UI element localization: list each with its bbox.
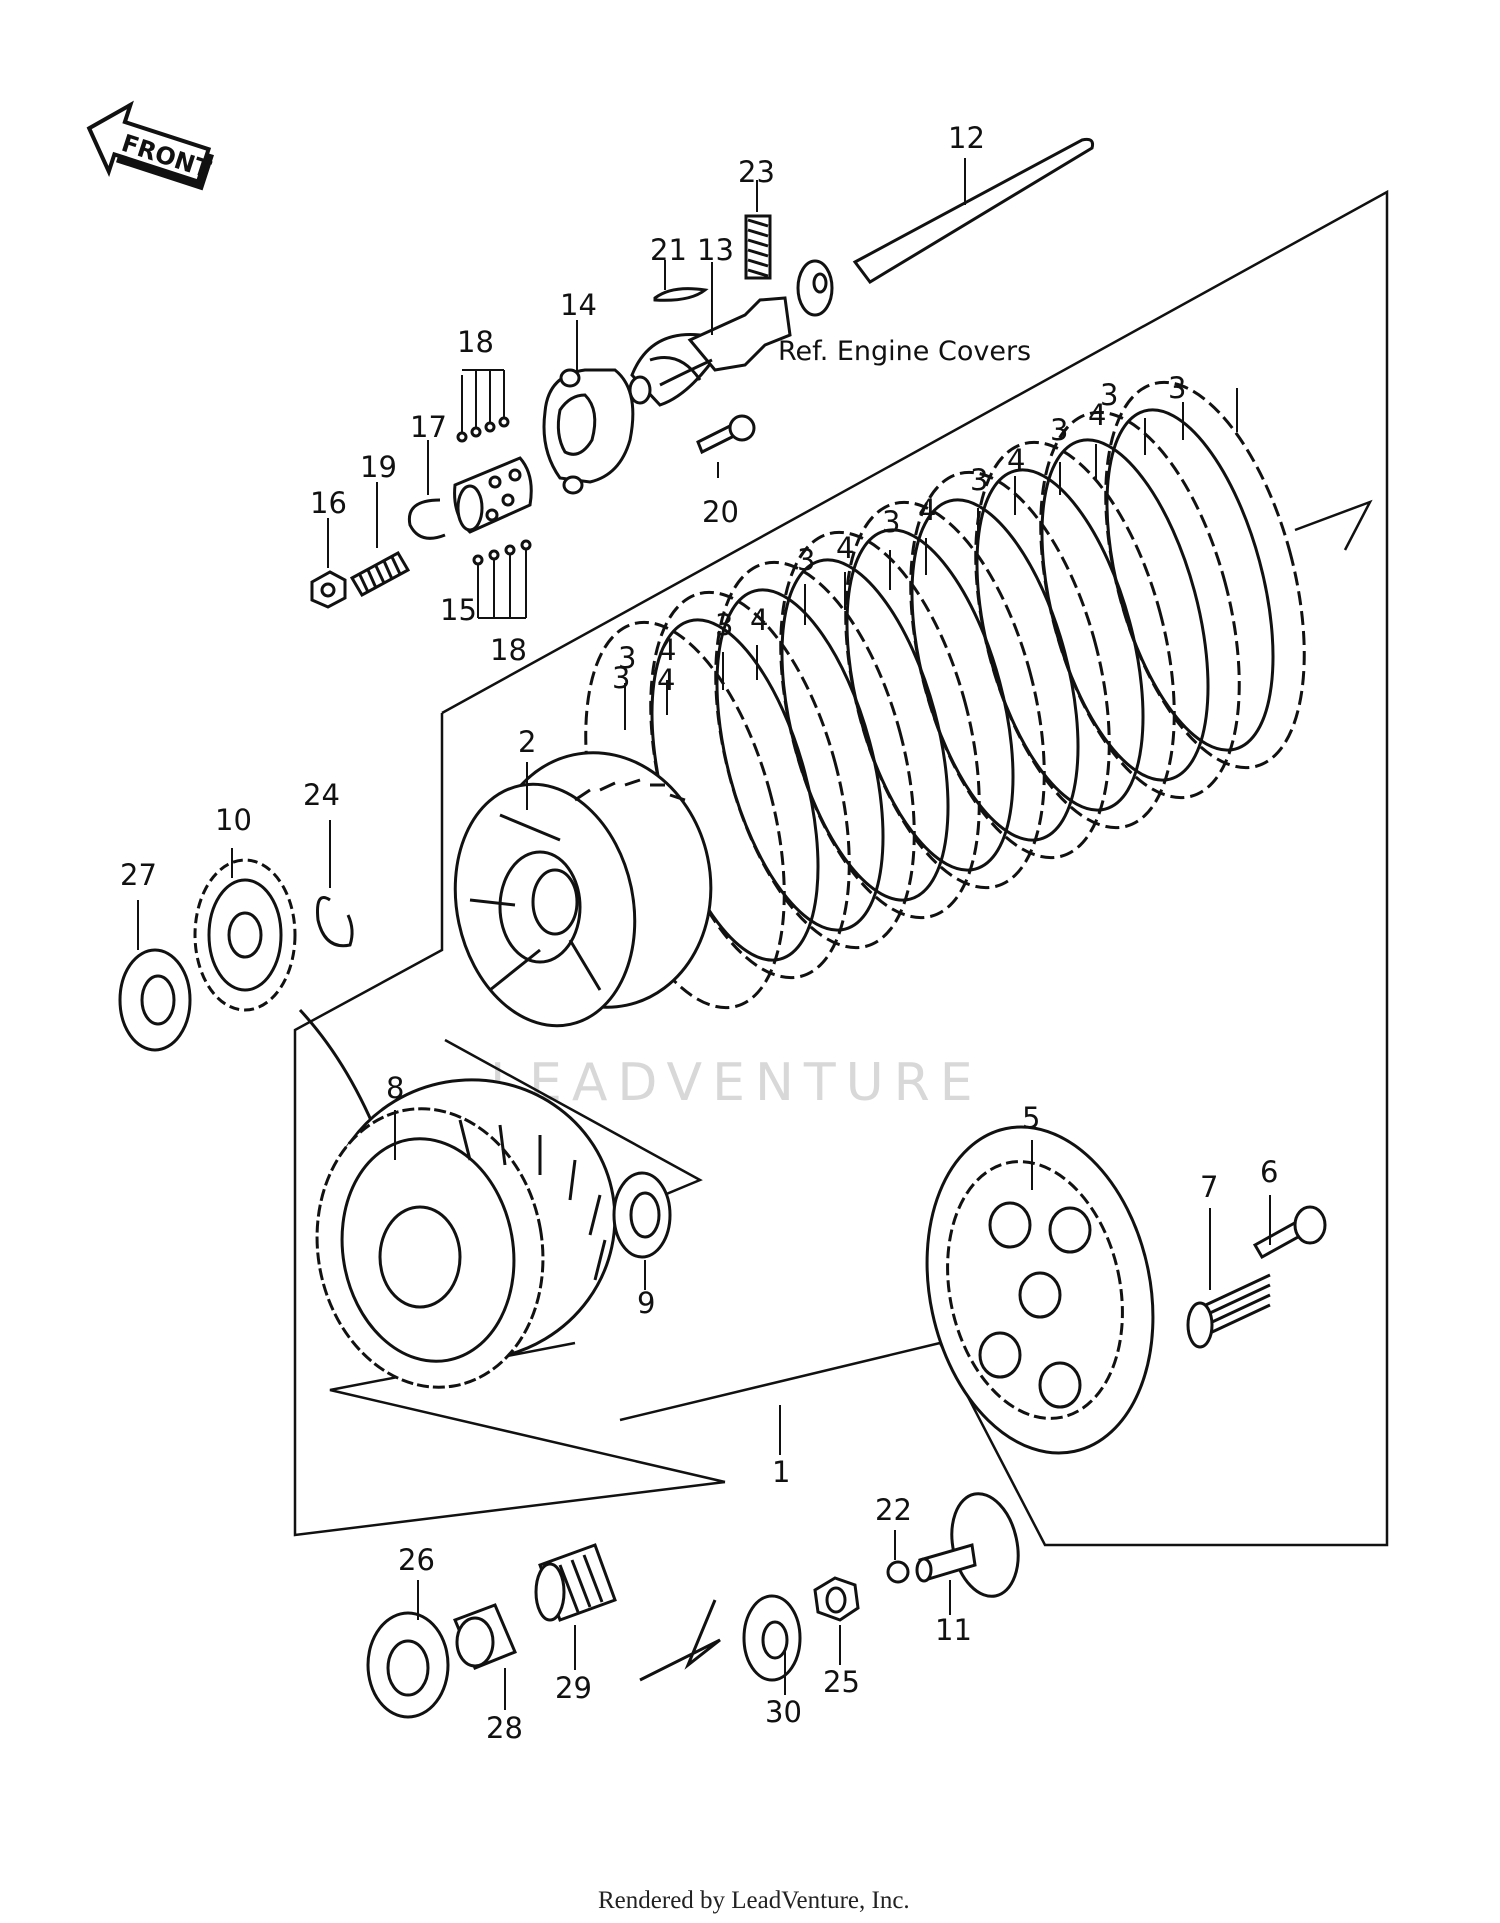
housing-washer: [612, 1171, 672, 1259]
callout-8: 8: [386, 1071, 404, 1105]
hub-circlip: [316, 896, 354, 948]
callout-27: 27: [120, 858, 157, 892]
callout-25: 25: [823, 1665, 860, 1699]
callout-labels: 12 23 21 13 14 18 17 19 16 15 18 20 3 4 …: [120, 121, 1278, 1745]
reference-note: Ref. Engine Covers: [778, 336, 1031, 367]
locknut: [310, 570, 347, 609]
callout-3-b: 3: [1050, 413, 1068, 447]
front-arrow: FRONT: [86, 100, 215, 191]
callout-20: 20: [702, 495, 739, 529]
callout-24: 24: [303, 778, 340, 812]
pushrod: [796, 137, 1094, 317]
callout-4-c: 4: [918, 493, 936, 527]
spring-bolt: [1252, 1205, 1327, 1260]
hub-nut: [813, 1576, 860, 1622]
housing-thrust-washer: [366, 1611, 450, 1719]
release-lever: [628, 296, 792, 407]
callout-19: 19: [360, 450, 397, 484]
callout-29: 29: [555, 1671, 592, 1705]
callout-3-h: 3: [612, 661, 630, 695]
watermark: LEADVENTURE: [490, 1053, 983, 1113]
callout-30: 30: [765, 1695, 802, 1729]
circlip: [407, 498, 446, 540]
pin: [653, 287, 709, 302]
thrust-washer: [118, 948, 192, 1052]
callout-4-b: 4: [1007, 443, 1025, 477]
callout-3-top: 3: [1168, 371, 1186, 405]
callout-21: 21: [650, 233, 687, 267]
clutch-pusher: [915, 1492, 1020, 1598]
release-holder: [542, 368, 635, 495]
callout-9: 9: [637, 1286, 655, 1320]
callout-14: 14: [560, 288, 597, 322]
callout-16: 16: [310, 486, 347, 520]
footer-credit: Rendered by LeadVenture, Inc.: [598, 1887, 910, 1914]
callout-4-f: 4: [658, 633, 676, 667]
callout-10: 10: [215, 803, 252, 837]
clutch-hub: [453, 751, 713, 1028]
adjusting-screw: [349, 550, 411, 598]
clutch-spring: [1186, 1273, 1271, 1349]
nut-washer: [742, 1594, 802, 1682]
callout-26: 26: [398, 1543, 435, 1577]
callout-22: 22: [875, 1493, 912, 1527]
callout-28: 28: [486, 1711, 523, 1745]
callout-3-e: 3: [797, 543, 815, 577]
callout-15: 15: [440, 593, 477, 627]
callout-3-d: 3: [882, 505, 900, 539]
callout-12: 12: [948, 121, 985, 155]
callout-23: 23: [738, 155, 775, 189]
clutch-plates: [584, 380, 1306, 1010]
sleeve: [453, 1603, 517, 1670]
callout-18-lower: 18: [490, 633, 527, 667]
callout-3-f: 3: [715, 608, 733, 642]
callout-4-d: 4: [836, 531, 854, 565]
callout-2: 2: [518, 725, 536, 759]
spring-small: [744, 214, 772, 280]
balls-upper: [456, 369, 510, 443]
primary-gear: [193, 858, 297, 1012]
callout-3-c: 3: [970, 463, 988, 497]
callout-4-a: 4: [1088, 398, 1106, 432]
balls-lower: [472, 539, 532, 619]
needle-bearing: [534, 1543, 617, 1622]
callout-1: 1: [772, 1455, 790, 1489]
callout-6: 6: [1260, 1155, 1278, 1189]
clutch-housing: [315, 1078, 617, 1389]
screw: [696, 414, 756, 455]
callout-4-g: 4: [657, 663, 675, 697]
callout-4-e: 4: [750, 603, 768, 637]
callout-3-i: 3: [1100, 378, 1118, 412]
direction-arrow: [639, 1599, 721, 1682]
callout-7: 7: [1200, 1170, 1218, 1204]
callout-5: 5: [1022, 1101, 1040, 1135]
ball-retainer: [453, 456, 533, 534]
steel-ball: [886, 1560, 910, 1584]
pressure-plate: [925, 1125, 1155, 1455]
callout-17: 17: [410, 410, 447, 444]
callout-3-g: 3: [618, 641, 636, 675]
callout-13: 13: [697, 233, 734, 267]
callout-11: 11: [935, 1613, 972, 1647]
callout-18-upper: 18: [457, 325, 494, 359]
